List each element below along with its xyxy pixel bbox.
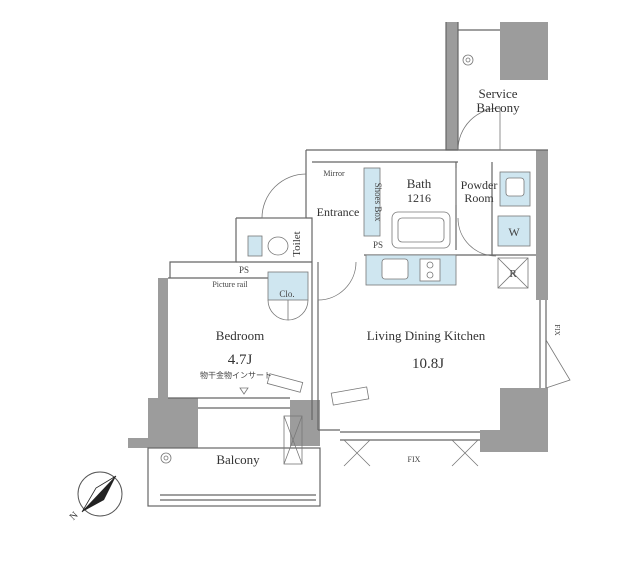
service-balcony-column — [500, 22, 548, 80]
powder-room-label-2: Room — [464, 191, 494, 205]
shoes-box-label: Shoes Box — [373, 183, 383, 222]
toilet-label: Toilet — [291, 231, 303, 257]
bedroom-label: Bedroom — [216, 328, 264, 343]
bath-label: Bath — [407, 176, 432, 191]
toilet-tank — [247, 235, 263, 257]
toilet-bowl — [267, 236, 289, 256]
kitchen-stove — [419, 258, 441, 282]
entrance-label: Entrance — [317, 205, 360, 219]
bedroom-left-wall — [158, 278, 168, 400]
kitchen-counter — [365, 254, 457, 286]
right-exterior-wall — [536, 150, 548, 300]
ps-left-label: PS — [239, 265, 249, 275]
bedroom-size-label: 4.7J — [228, 352, 253, 368]
bath-size-label: 1216 — [407, 191, 431, 205]
ps-top-label: PS — [373, 240, 383, 250]
compass: N — [68, 471, 123, 523]
washer-label: W — [508, 225, 520, 239]
powder-room-label-1: Powder — [461, 178, 498, 192]
balcony-left-ledge — [128, 438, 158, 448]
bedroom-note-label: 物干金物インサート — [200, 370, 272, 380]
service-balcony-label-2: Balcony — [476, 100, 520, 115]
closet-label: Clo. — [279, 289, 294, 299]
service-balcony-left-wall — [446, 22, 458, 150]
bedroom-ac — [266, 373, 304, 393]
side-window-label: FIX — [553, 324, 561, 335]
kitchen-sink — [381, 258, 409, 280]
door-swings — [261, 107, 571, 467]
mirror-label: Mirror — [323, 169, 345, 178]
ldk-ac — [330, 386, 370, 406]
service-balcony-label-1: Service — [479, 86, 518, 101]
picture-rail-label: Picture rail — [212, 280, 248, 289]
bedroom-marker — [239, 387, 249, 395]
balcony-label: Balcony — [216, 452, 260, 467]
fix-label: FIX — [408, 455, 421, 464]
compass-north-label: N — [68, 510, 81, 523]
closet — [267, 271, 309, 301]
bottom-right-column — [480, 388, 548, 452]
ldk-label: Living Dining Kitchen — [367, 328, 486, 343]
refrigerator-label: R — [509, 268, 517, 280]
balcony-right-column — [290, 400, 320, 446]
shoes-box — [363, 167, 381, 237]
ldk-size-label: 10.8J — [412, 356, 444, 372]
washer-space — [497, 215, 531, 247]
